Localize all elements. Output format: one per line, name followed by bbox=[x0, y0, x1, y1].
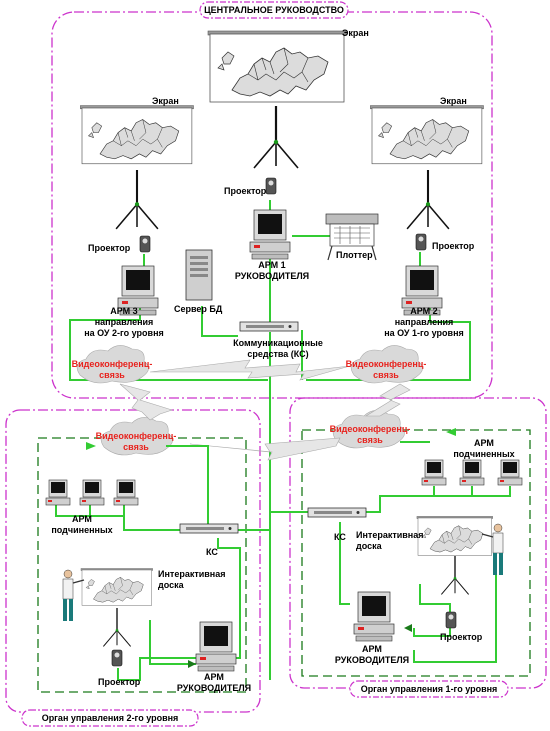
level1-sub-pc-3 bbox=[497, 459, 523, 486]
vc-level2-text-1: Видеоконференц- bbox=[96, 431, 177, 441]
projector-left bbox=[139, 235, 151, 253]
screen-top-label: Экран bbox=[342, 28, 369, 38]
level2-board-label-2: доска bbox=[158, 580, 185, 590]
projector-left-label: Проектор bbox=[88, 243, 131, 253]
level1-projector-label: Проектор bbox=[440, 632, 483, 642]
level2-projector-label: Проектор bbox=[98, 677, 141, 687]
projector-center bbox=[265, 177, 277, 195]
vc-level2-text-2: связь bbox=[123, 442, 149, 452]
arm2-label-2: направления bbox=[395, 317, 454, 327]
level1-arm-pc bbox=[353, 591, 395, 642]
level1-inner-frame bbox=[301, 429, 531, 677]
vc-level1-text-1: Видеоконференц- bbox=[330, 424, 411, 434]
level1-sub-pc-2 bbox=[459, 459, 485, 486]
arm3-label-3: на ОУ 2-го уровня bbox=[84, 328, 164, 338]
screen-right bbox=[370, 105, 484, 165]
level1-arm-label-1: АРМ bbox=[362, 644, 382, 654]
level2-subs-label-2: подчиненных bbox=[51, 525, 112, 535]
arm3-label-1: АРМ 3 bbox=[110, 306, 137, 316]
level1-arm-label-2: РУКОВОДИТЕЛЯ bbox=[335, 655, 409, 665]
arm1-label-1: АРМ 1 bbox=[258, 260, 285, 270]
level1-subs-label-2: подчиненных bbox=[453, 449, 514, 459]
projector-right bbox=[415, 233, 427, 251]
arm3-label-2: направления bbox=[95, 317, 154, 327]
level1-ks-label: КС bbox=[334, 532, 346, 542]
vc-left-text-1: Видеоконференц- bbox=[72, 359, 153, 369]
central-title: ЦЕНТРАЛЬНОЕ РУКОВОДСТВО bbox=[204, 5, 344, 15]
level2-presenter bbox=[62, 569, 85, 621]
level2-arm-pc bbox=[195, 621, 237, 672]
server-label: Сервер БД bbox=[174, 304, 223, 314]
level1-board bbox=[416, 516, 494, 556]
level1-presenter bbox=[481, 523, 504, 575]
projector-center-label: Проектор bbox=[224, 186, 267, 196]
vc-level1-text-2: связь bbox=[357, 435, 383, 445]
level1-sub-pc-1 bbox=[421, 459, 447, 486]
level2-arm-label-2: РУКОВОДИТЕЛЯ bbox=[177, 683, 251, 693]
level2-title: Орган управления 2-го уровня bbox=[42, 713, 179, 723]
level1-frame bbox=[289, 397, 547, 689]
level1-title: Орган управления 1-го уровня bbox=[361, 684, 498, 694]
lightning-links bbox=[119, 359, 411, 461]
central-ks bbox=[239, 321, 299, 332]
screen-top bbox=[207, 30, 347, 103]
level2-subs-label-1: АРМ bbox=[72, 514, 92, 524]
level2-ks bbox=[179, 523, 239, 534]
level2-sub-pc-2 bbox=[79, 479, 105, 506]
server bbox=[185, 249, 213, 301]
projector-right-label: Проектор bbox=[432, 241, 475, 251]
plotter-label: Плоттер bbox=[336, 250, 373, 260]
level2-projector bbox=[111, 649, 123, 667]
screen-left-label: Экран bbox=[152, 96, 179, 106]
level2-ks-label: КС bbox=[206, 547, 218, 557]
level1-ks bbox=[307, 507, 367, 518]
level2-sub-pc-3 bbox=[113, 479, 139, 506]
level1-subs-label-1: АРМ bbox=[474, 438, 494, 448]
level2-arm-label-1: АРМ bbox=[204, 672, 224, 682]
vc-right-text-1: Видеоконференц- bbox=[346, 359, 427, 369]
arm1-pc bbox=[249, 209, 291, 260]
ks-label-2: средства (КС) bbox=[247, 349, 308, 359]
vc-left-text-2: связь bbox=[99, 370, 125, 380]
screen-left bbox=[80, 105, 194, 165]
level1-projector bbox=[445, 611, 457, 629]
level2-board bbox=[80, 568, 153, 606]
vc-clouds bbox=[76, 345, 423, 456]
level2-links bbox=[55, 445, 270, 681]
level1-board-label-2: доска bbox=[356, 541, 383, 551]
ks-label-1: Коммуникационные bbox=[233, 338, 323, 348]
level1-links bbox=[270, 441, 511, 663]
level1-board-label-1: Интерактивная bbox=[356, 530, 424, 540]
level2-board-label-1: Интерактивная bbox=[158, 569, 226, 579]
arm2-label-1: АРМ 2 bbox=[410, 306, 437, 316]
level2-sub-pc-1 bbox=[45, 479, 71, 506]
plotter bbox=[325, 213, 379, 261]
vc-right-text-2: связь bbox=[373, 370, 399, 380]
arm2-label-3: на ОУ 1-го уровня bbox=[384, 328, 464, 338]
arm1-label-2: РУКОВОДИТЕЛЯ bbox=[235, 271, 309, 281]
screen-right-label: Экран bbox=[440, 96, 467, 106]
